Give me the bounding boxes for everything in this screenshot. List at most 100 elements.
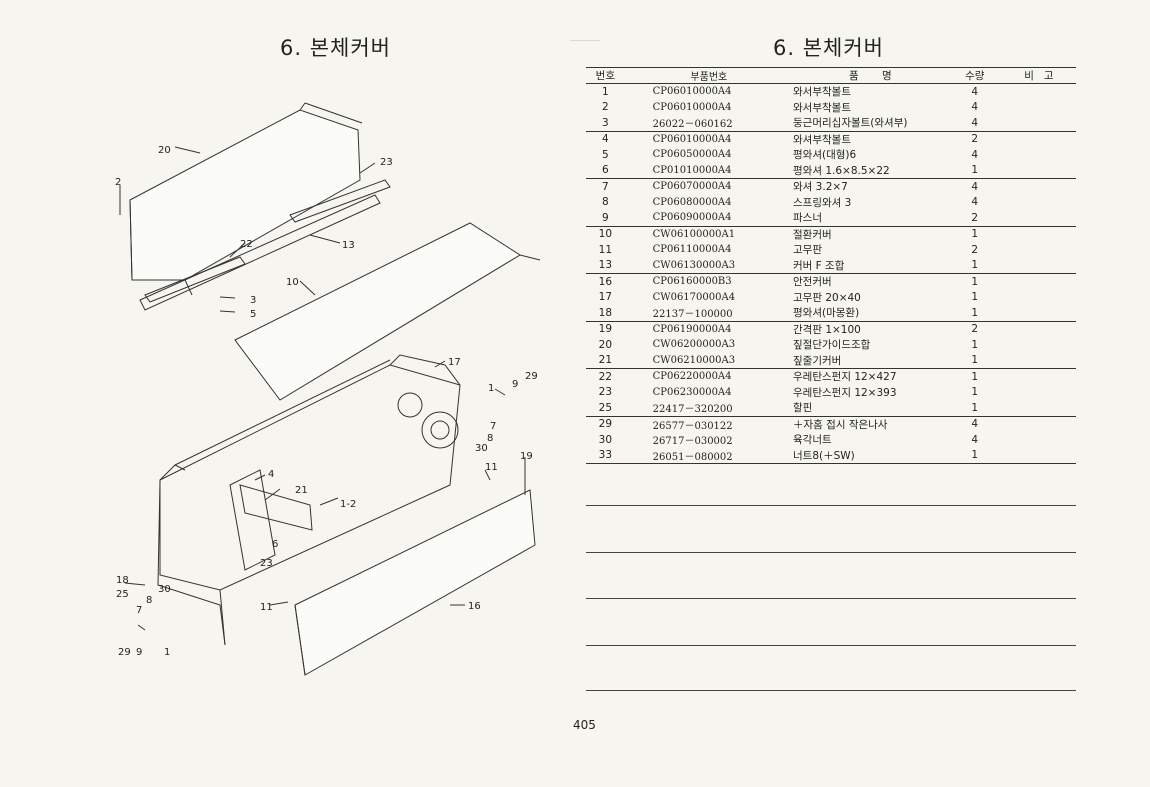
callout-label: 1 <box>488 383 494 394</box>
callout-label: 30 <box>475 443 488 454</box>
cell-qty: 4 <box>971 101 979 114</box>
cell-note <box>1002 115 1076 131</box>
cell-name: 와서부착볼트 <box>793 101 851 114</box>
callout-label: 23 <box>380 157 393 168</box>
cell-qty: 1 <box>971 291 979 304</box>
cell-note <box>1002 131 1076 147</box>
cell-part-number: CP06010000A4 <box>652 86 732 98</box>
cell-note <box>1002 385 1076 401</box>
callout-label: 13 <box>342 240 355 251</box>
callout-label: 11 <box>260 602 273 613</box>
callout-label: 6 <box>272 539 278 550</box>
cell-no: 19 <box>598 323 613 336</box>
callout-label: 8 <box>146 595 152 606</box>
callout-label: 3 <box>250 295 256 306</box>
part-20-straw-cut-guide <box>129 109 361 281</box>
callout-label: 1-2 <box>340 499 356 510</box>
cell-no: 17 <box>598 291 613 304</box>
cell-qty: 4 <box>971 180 979 193</box>
col-header-qty: 수량 <box>965 70 985 82</box>
callout-label: 17 <box>448 357 461 368</box>
cell-note <box>1002 226 1076 242</box>
cell-no: 8 <box>601 196 609 209</box>
callout-label: 8 <box>487 433 493 444</box>
cell-no: 3 <box>601 116 609 129</box>
cell-no: 2 <box>601 101 609 114</box>
cell-qty: 2 <box>971 323 979 336</box>
cell-qty: 4 <box>971 196 979 209</box>
cell-part-number: 26022－060162 <box>652 119 733 131</box>
cell-part-number: CP06050000A4 <box>652 149 732 161</box>
empty-table-rule <box>586 598 1076 599</box>
cell-no: 25 <box>598 401 613 414</box>
cell-no: 9 <box>601 211 609 224</box>
part-13-cover-f <box>139 194 381 311</box>
cell-qty: 4 <box>971 85 979 98</box>
callout-label: 29 <box>118 647 131 658</box>
col-header-note: 비 고 <box>1024 70 1054 82</box>
cell-note <box>1002 400 1076 416</box>
table-row: 17 CW06170000A4 고무판 20×40 1 <box>586 290 1076 306</box>
callout-label: 9 <box>136 647 142 658</box>
part-23-urethane-sponge <box>289 179 391 223</box>
cell-part-number: CP06110000A4 <box>652 244 732 256</box>
cell-name: 육각너트 <box>793 434 832 447</box>
cell-no: 21 <box>598 354 613 367</box>
cell-name: 우레탄스펀지 12×393 <box>793 386 897 399</box>
cell-part-number: CW06200000A3 <box>652 339 736 351</box>
cell-name: 와서부착볼트 <box>793 86 851 99</box>
cell-note <box>1002 84 1076 100</box>
cell-note <box>1002 100 1076 116</box>
page-number: 405 <box>573 718 596 732</box>
callout-label: 2 <box>115 177 121 188</box>
cell-qty: 1 <box>971 449 979 462</box>
cell-qty: 4 <box>971 433 979 446</box>
cell-part-number: 26051－080002 <box>652 451 733 463</box>
exploded-parts-diagram: 20 23 2 22 13 10 3 5 17 1 9 29 7 8 30 11… <box>115 102 541 676</box>
left-page-title: 6. 본체커버 <box>280 36 391 60</box>
callout-label: 7 <box>490 421 496 432</box>
cell-note <box>1002 147 1076 163</box>
empty-table-rule <box>586 645 1076 646</box>
cell-qty: 1 <box>971 386 979 399</box>
cell-note <box>1002 353 1076 369</box>
cell-note <box>1002 258 1076 274</box>
cell-part-number: CW06100000A1 <box>652 228 736 240</box>
cell-note <box>1002 242 1076 258</box>
cell-qty: 1 <box>971 401 979 414</box>
cell-no: 11 <box>598 243 613 256</box>
cell-note <box>1002 321 1076 337</box>
cell-part-number: 22417－320200 <box>652 404 733 416</box>
cell-part-number: CP06230000A4 <box>652 386 732 398</box>
cell-qty: 4 <box>971 418 979 431</box>
cell-name: 너트8(＋SW) <box>793 449 855 462</box>
cell-no: 1 <box>601 85 609 98</box>
cell-qty: 4 <box>971 116 979 129</box>
cell-note <box>1002 163 1076 179</box>
cell-part-number: CP06010000A4 <box>652 133 732 145</box>
cell-part-number: CW06170000A4 <box>652 291 736 303</box>
cell-part-number: 22137－100000 <box>652 309 733 321</box>
cell-no: 4 <box>601 133 609 146</box>
cell-qty: 1 <box>971 164 979 177</box>
cell-note <box>1002 369 1076 385</box>
cell-name: 스프링와셔 3 <box>793 196 852 209</box>
cell-qty: 1 <box>971 338 979 351</box>
callout-label: 7 <box>136 605 142 616</box>
callout-label: 23 <box>260 558 273 569</box>
cell-name: 고무판 20×40 <box>793 291 861 304</box>
cell-part-number: CP06070000A4 <box>652 181 732 193</box>
cell-no: 10 <box>598 228 613 241</box>
